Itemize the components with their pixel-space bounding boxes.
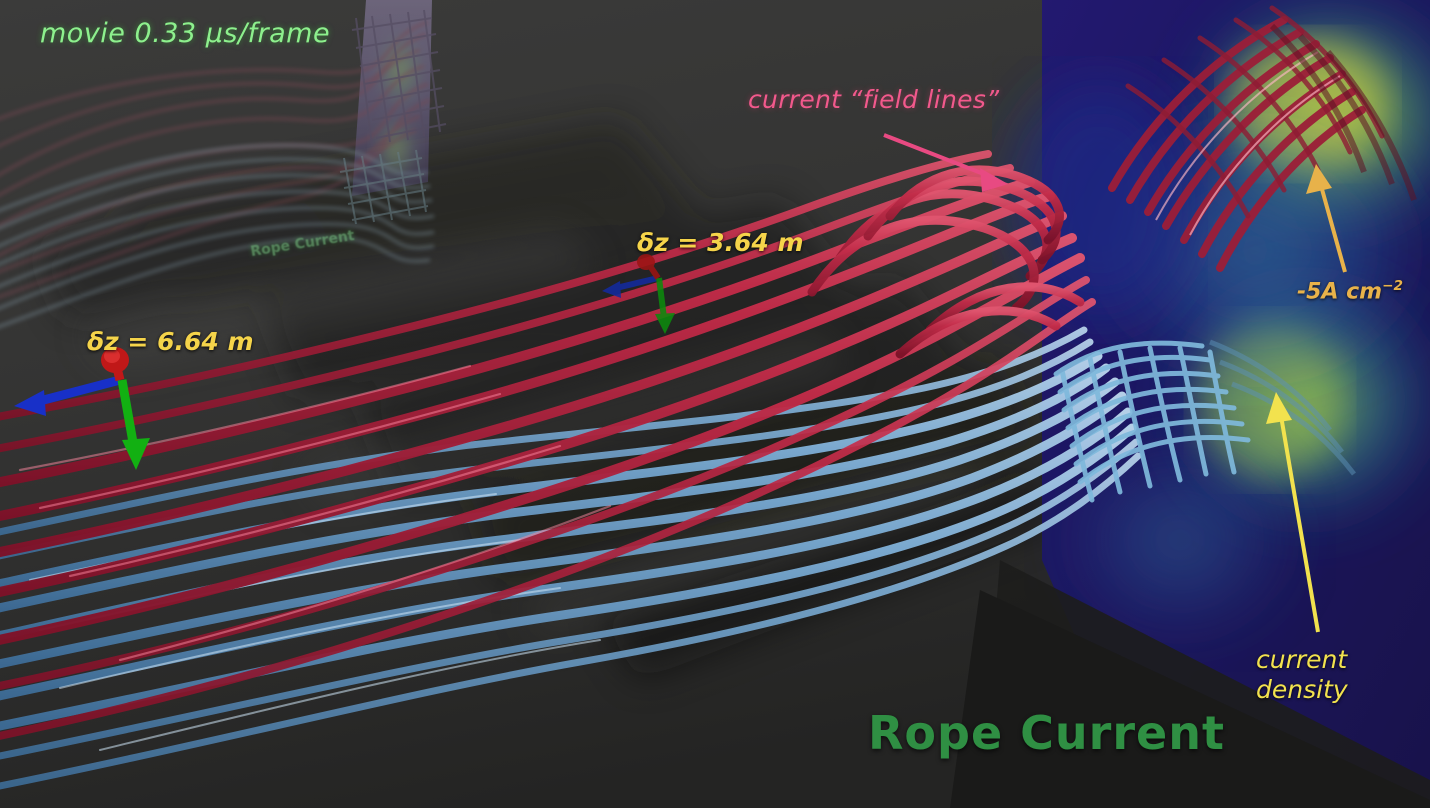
ghost-rope-red (0, 20, 431, 299)
axis-triad-left (14, 347, 150, 470)
axis-y-arrow (655, 277, 675, 334)
axis-z-arrow (101, 347, 129, 382)
floor-highlights (80, 230, 980, 640)
current-amplitude-arrow (1306, 164, 1347, 273)
current-density-arrow (1266, 392, 1320, 633)
axis-y-arrow (117, 379, 150, 470)
rope-blue-behind-blob (1209, 339, 1356, 476)
rope-red-splay-highlight (1155, 51, 1341, 236)
axis-x-arrow (14, 375, 122, 416)
ghost-rope-blue (0, 143, 435, 328)
field-lines-arrow (883, 133, 1008, 192)
axis-z-arrow (637, 254, 661, 280)
rope-red-helix-loops (807, 165, 1085, 359)
ghost-weave-mesh (351, 9, 447, 147)
axis-triad-mid (602, 254, 675, 334)
axis-x-arrow (602, 275, 659, 298)
floor-front-wedge-2 (950, 590, 1430, 808)
current-density-backplane (1010, 0, 1430, 808)
rope-bundle-blue (0, 326, 1142, 790)
rope-blue-weave-splay (1053, 340, 1251, 503)
ghost-weave-mesh-lower (339, 149, 429, 225)
rope-red-behind-blob (1269, 23, 1417, 201)
